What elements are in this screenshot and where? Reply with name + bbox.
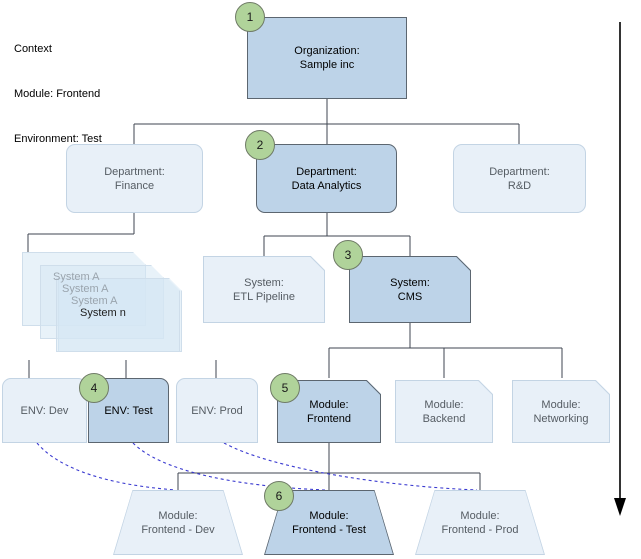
node-line-1: Module: — [460, 509, 500, 522]
badge-1[interactable]: 1 — [235, 2, 265, 32]
node-line-2: ETL Pipeline — [233, 290, 295, 303]
context-title: Context — [14, 43, 52, 55]
node-department-data-analytics[interactable]: Department: Data Analytics — [256, 144, 397, 213]
context-module: Module: Frontend — [14, 88, 101, 100]
env-to-instance-links — [36, 442, 478, 491]
node-line-1: Department: — [296, 165, 357, 178]
node-module-frontend-prod[interactable]: Module: Frontend - Prod — [415, 490, 545, 555]
stack-label-2: System A — [62, 283, 109, 295]
node-line-2: CMS — [397, 290, 423, 303]
stack-label-3: System A — [71, 295, 118, 307]
node-line-1: Department: — [489, 165, 550, 178]
node-line-1: ENV: Prod — [191, 404, 243, 417]
node-module-frontend-dev[interactable]: Module: Frontend - Dev — [113, 490, 243, 555]
badge-5[interactable]: 5 — [270, 373, 300, 403]
node-line-1: Module: — [309, 398, 349, 411]
node-outline — [264, 490, 394, 555]
node-system-etl-pipeline[interactable]: System: ETL Pipeline — [203, 256, 325, 323]
node-system-cms[interactable]: System: CMS — [349, 256, 471, 323]
badge-3[interactable]: 3 — [333, 240, 363, 270]
stack-label-4: System n — [80, 307, 126, 319]
node-line-2: Networking — [533, 412, 589, 425]
node-line-2: Frontend - Dev — [141, 523, 215, 536]
node-line-2: Backend — [422, 412, 466, 425]
context-legend: Context Module: Frontend Environment: Te… — [14, 12, 102, 162]
node-line-1: Module: — [541, 398, 581, 411]
node-line-2: Frontend - Prod — [441, 523, 519, 536]
node-line-1: Module: — [424, 398, 464, 411]
badge-6[interactable]: 6 — [264, 481, 294, 511]
node-line-2: Finance — [114, 179, 155, 192]
node-line-1: Module: — [158, 509, 198, 522]
environment-connectors — [28, 360, 217, 378]
node-line-2: R&D — [507, 179, 532, 192]
stack-label-1: System A — [53, 271, 100, 283]
node-line-2: Sample inc — [299, 59, 355, 71]
node-env-prod[interactable]: ENV: Prod — [176, 378, 258, 443]
node-department-rd[interactable]: Department: R&D — [453, 144, 586, 213]
node-module-backend[interactable]: Module: Backend — [395, 380, 493, 443]
node-line-1: Organization: — [294, 45, 360, 57]
node-outline — [113, 490, 243, 555]
node-module-frontend[interactable]: Module: Frontend — [277, 380, 381, 443]
node-line-1: System: — [390, 276, 430, 289]
node-line-2: Data Analytics — [291, 179, 362, 192]
node-line-1: Module: — [309, 509, 349, 522]
node-outline — [415, 490, 545, 555]
node-organization-sample-inc[interactable]: Organization: Sample inc — [247, 17, 407, 99]
node-department-finance[interactable]: Department: Finance — [66, 144, 203, 213]
context-environment: Environment: Test — [14, 133, 102, 145]
badge-2[interactable]: 2 — [245, 130, 275, 160]
node-line-2: Frontend — [306, 412, 352, 425]
node-line-2: Frontend - Test — [292, 523, 366, 536]
node-module-networking[interactable]: Module: Networking — [512, 380, 610, 443]
node-line-1: System: — [244, 276, 284, 289]
flow-direction-arrow — [614, 22, 626, 516]
node-line-1: ENV: Test — [104, 404, 153, 417]
badge-4[interactable]: 4 — [79, 373, 109, 403]
stack-layer-1 — [56, 278, 180, 352]
tree-connectors — [27, 99, 563, 492]
node-env-dev[interactable]: ENV: Dev — [2, 378, 87, 443]
node-line-1: ENV: Dev — [20, 404, 69, 417]
node-line-1: Department: — [104, 165, 165, 178]
